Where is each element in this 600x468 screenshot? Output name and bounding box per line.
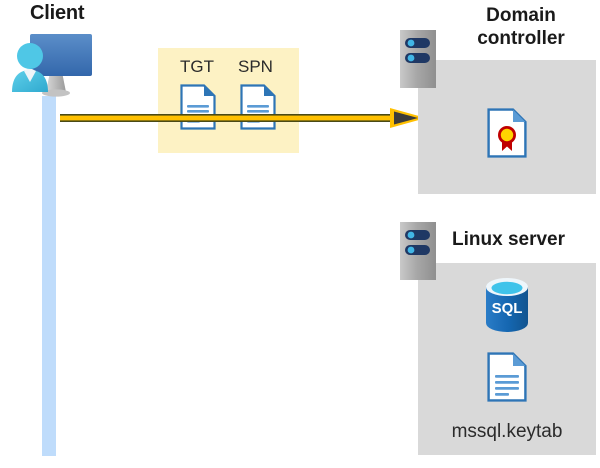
linux-server-title: Linux server	[452, 229, 565, 250]
keytab-document-icon	[487, 352, 527, 402]
flow-arrow-right	[60, 106, 426, 130]
certificate-icon	[487, 108, 527, 158]
sql-icon-label: SQL	[492, 300, 523, 317]
domain-controller-title-line1: Domain	[486, 5, 556, 26]
spn-label: SPN	[238, 57, 273, 76]
keytab-filename-label: mssql.keytab	[451, 421, 563, 442]
tgt-label: TGT	[180, 57, 214, 76]
sql-database-icon: SQL	[483, 278, 531, 332]
domain-controller-title-line2: controller	[477, 28, 565, 50]
client-lifeline	[42, 96, 56, 456]
client-label: Client	[30, 2, 85, 24]
domain-controller-title: Domain controller	[446, 4, 596, 50]
domain-controller-server-icon	[400, 30, 436, 88]
linux-server-server-icon	[400, 222, 436, 280]
client-workstation-icon	[8, 26, 94, 98]
